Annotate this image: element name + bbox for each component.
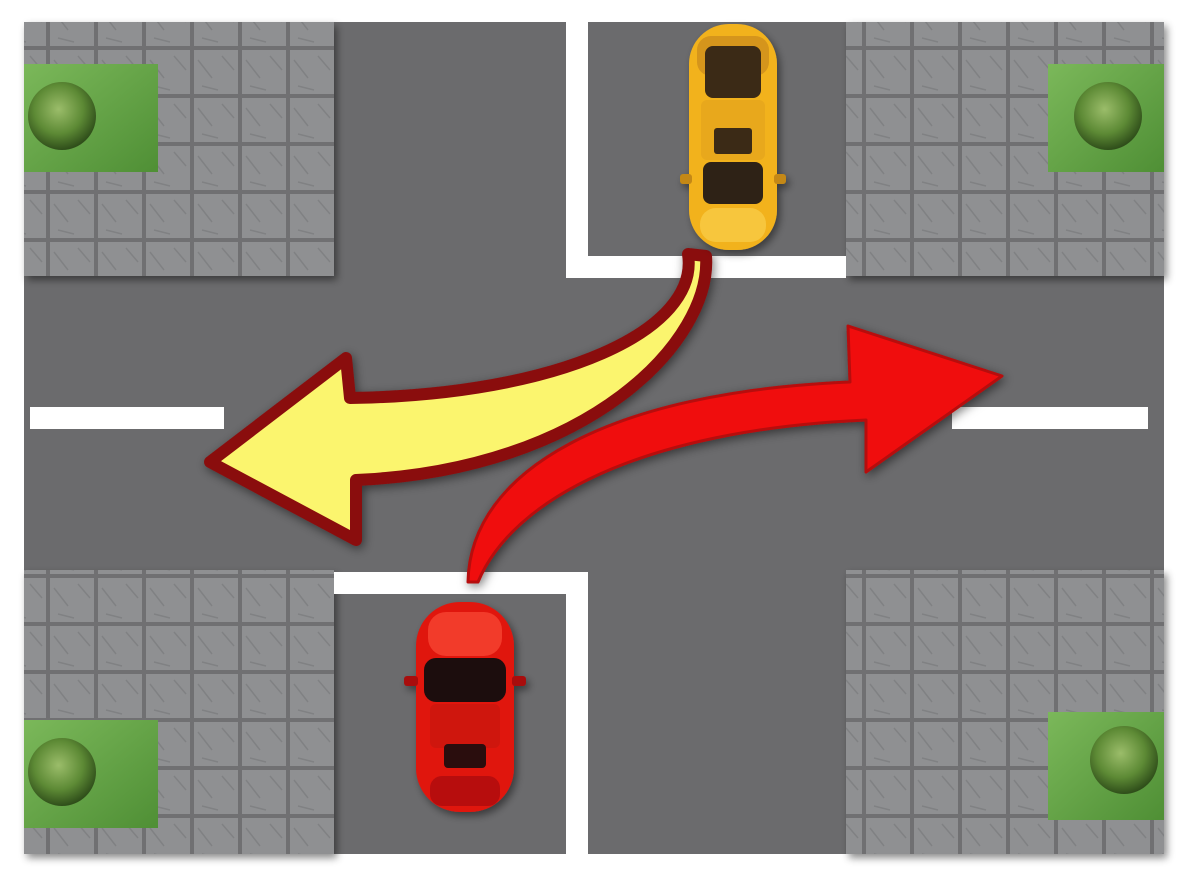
red-car-icon [404,602,526,812]
stop-line-south [334,572,588,594]
grass-planter-icon [24,64,158,172]
lane-dash-west [30,407,224,429]
grass-planter-icon [1048,64,1164,172]
bush-icon [28,82,96,150]
grass-planter-icon [24,720,158,828]
lane-line-north [566,22,588,278]
lane-dash-east [952,407,1148,429]
lane-line-south [566,572,588,854]
yellow-car-icon [680,24,786,250]
bush-icon [28,738,96,806]
grass-planter-icon [1048,712,1164,820]
bush-icon [1074,82,1142,150]
bush-icon [1090,726,1158,794]
